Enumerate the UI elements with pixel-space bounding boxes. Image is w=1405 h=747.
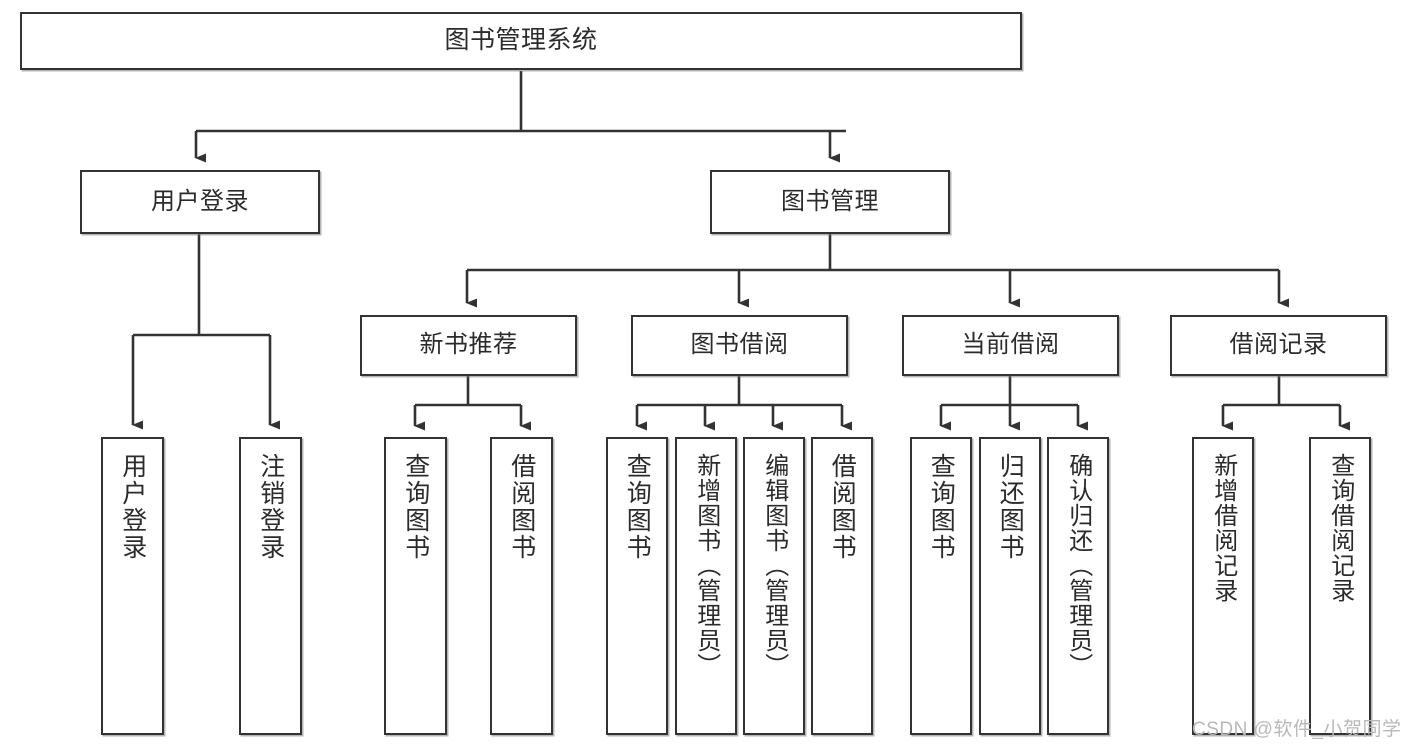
node-label: 新书推荐 — [419, 331, 518, 359]
leaf-user-login[interactable]: 用户登录 — [101, 437, 164, 735]
node-label: 当前借阅 — [961, 331, 1060, 359]
node-label: 查询图书 — [401, 453, 430, 561]
node-new-book-recommend[interactable]: 新书推荐 — [360, 315, 577, 376]
node-current-borrow[interactable]: 当前借阅 — [902, 315, 1119, 376]
leaf-borrow-book-recommend[interactable]: 借阅图书 — [490, 437, 553, 735]
node-label: 确认归还（管理员） — [1064, 453, 1092, 678]
node-label: 编辑图书（管理员） — [760, 453, 788, 678]
leaf-return-book[interactable]: 归还图书 — [979, 437, 1041, 735]
leaf-edit-book-admin[interactable]: 编辑图书（管理员） — [743, 437, 805, 735]
node-label: 注销登录 — [256, 453, 285, 561]
node-label: 新增借阅记录 — [1209, 453, 1237, 603]
node-label: 用户登录 — [151, 187, 249, 215]
node-label: 用户登录 — [118, 453, 147, 561]
node-borrow-record[interactable]: 借阅记录 — [1170, 315, 1387, 376]
node-book-borrow[interactable]: 图书借阅 — [631, 315, 848, 376]
node-label: 图书借阅 — [690, 331, 789, 359]
leaf-logout-login[interactable]: 注销登录 — [239, 437, 302, 735]
node-label: 查询图书 — [623, 453, 652, 561]
node-label: 查询图书 — [927, 453, 956, 561]
node-label: 新增图书（管理员） — [692, 453, 720, 678]
leaf-query-book-recommend[interactable]: 查询图书 — [384, 437, 447, 735]
node-label: 借阅图书 — [828, 453, 857, 561]
leaf-confirm-return-admin[interactable]: 确认归还（管理员） — [1047, 437, 1109, 735]
node-book-management[interactable]: 图书管理 — [710, 170, 950, 234]
leaf-borrow-book[interactable]: 借阅图书 — [811, 437, 873, 735]
node-label: 查询借阅记录 — [1326, 453, 1354, 603]
node-label: 图书管理 — [781, 187, 879, 215]
node-label: 图书管理系统 — [444, 26, 598, 55]
node-user-login[interactable]: 用户登录 — [80, 170, 320, 234]
node-label: 借阅图书 — [507, 453, 536, 561]
node-root-book-management-system[interactable]: 图书管理系统 — [20, 12, 1022, 70]
leaf-query-book-current[interactable]: 查询图书 — [910, 437, 972, 735]
leaf-add-borrow-record[interactable]: 新增借阅记录 — [1192, 437, 1254, 735]
node-label: 借阅记录 — [1229, 331, 1328, 359]
watermark-text: CSDN @软件_小贺同学 — [1192, 719, 1402, 740]
leaf-query-borrow-record[interactable]: 查询借阅记录 — [1309, 437, 1371, 735]
leaf-add-book-admin[interactable]: 新增图书（管理员） — [675, 437, 737, 735]
node-label: 归还图书 — [996, 453, 1025, 561]
leaf-query-book-borrow[interactable]: 查询图书 — [606, 437, 668, 735]
